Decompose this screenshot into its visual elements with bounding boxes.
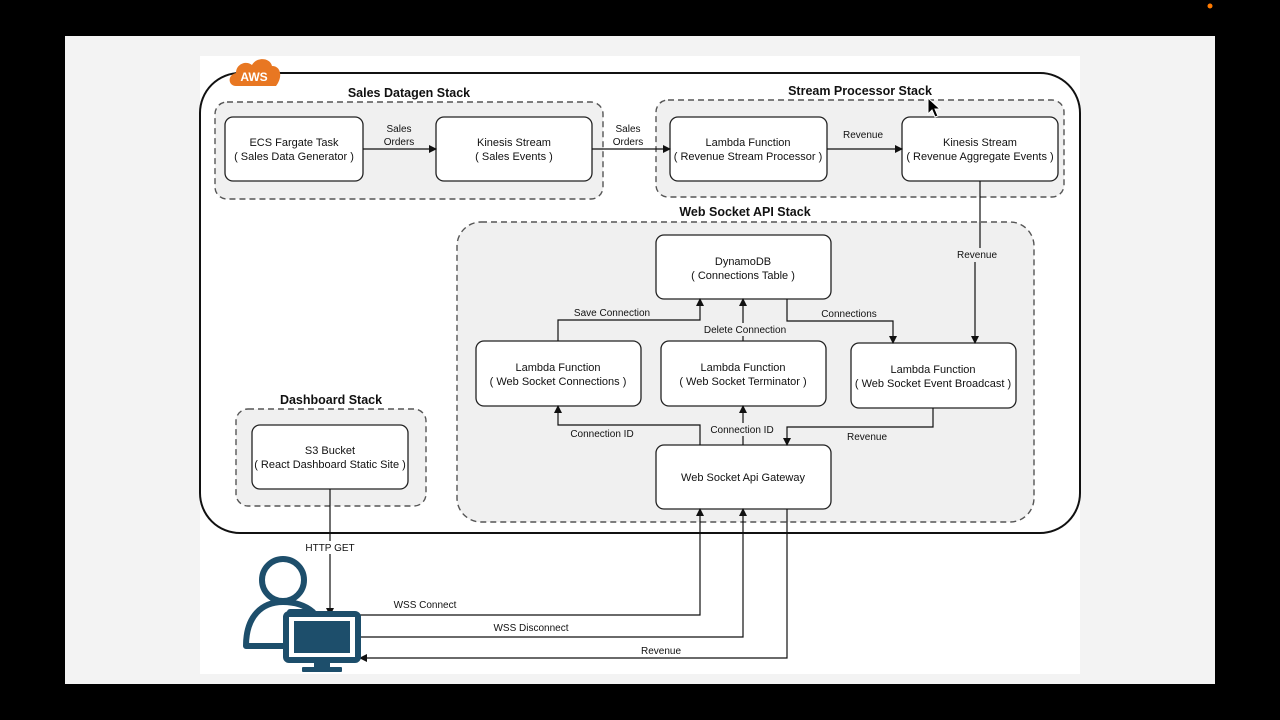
- edge-sales-orders-1: Sales Orders: [363, 124, 437, 153]
- edge-revenue-4: Revenue: [359, 509, 788, 662]
- svg-text:( Web Socket Terminator ): ( Web Socket Terminator ): [679, 376, 806, 388]
- websocket-api-stack-title: Web Socket API Stack: [679, 205, 810, 219]
- svg-text:Revenue: Revenue: [843, 130, 883, 141]
- svg-text:Sales: Sales: [386, 124, 411, 135]
- record-dot: [1207, 3, 1213, 9]
- edge-connection-id-1: Connection ID: [554, 405, 701, 445]
- svg-text:Delete Connection: Delete Connection: [704, 325, 786, 336]
- edge-revenue-2: Revenue: [955, 181, 999, 344]
- svg-text:ECS Fargate Task: ECS Fargate Task: [249, 137, 339, 149]
- svg-text:Lambda Function: Lambda Function: [516, 362, 601, 374]
- svg-text:S3 Bucket: S3 Bucket: [305, 445, 355, 457]
- dynamodb-connections-table-node: DynamoDB ( Connections Table ): [655, 234, 832, 300]
- svg-text:Kinesis Stream: Kinesis Stream: [477, 137, 551, 149]
- web-socket-api-gateway-node: Web Socket Api Gateway: [655, 444, 832, 510]
- svg-text:Web Socket Api Gateway: Web Socket Api Gateway: [681, 472, 805, 484]
- aws-badge-label: AWS: [240, 70, 267, 84]
- edge-http-get: HTTP GET: [304, 489, 356, 616]
- svg-text:Orders: Orders: [613, 137, 644, 148]
- aws-cloud-icon: AWS: [229, 59, 281, 86]
- svg-text:Save Connection: Save Connection: [574, 308, 650, 319]
- svg-text:( Revenue Stream Processor ): ( Revenue Stream Processor ): [674, 151, 823, 163]
- svg-text:Orders: Orders: [384, 137, 415, 148]
- edge-connection-id-2: Connection ID: [706, 405, 780, 445]
- svg-text:Revenue: Revenue: [641, 646, 681, 657]
- svg-text:Lambda Function: Lambda Function: [701, 362, 786, 374]
- svg-text:WSS Connect: WSS Connect: [394, 600, 457, 611]
- kinesis-sales-events-node: Kinesis Stream ( Sales Events ): [435, 116, 593, 182]
- svg-text:Lambda Function: Lambda Function: [706, 137, 791, 149]
- ecs-fargate-task-node: ECS Fargate Task ( Sales Data Generator …: [224, 116, 364, 182]
- kinesis-revenue-aggregate-node: Kinesis Stream ( Revenue Aggregate Event…: [901, 116, 1059, 182]
- svg-text:( Sales Events ): ( Sales Events ): [475, 151, 553, 163]
- edge-delete-connection: Delete Connection: [700, 298, 788, 341]
- svg-text:( Revenue Aggregate Events ): ( Revenue Aggregate Events ): [906, 151, 1053, 163]
- monitor-icon: [283, 611, 361, 672]
- stream-processor-stack-title: Stream Processor Stack: [788, 84, 932, 98]
- svg-text:Connection ID: Connection ID: [570, 429, 633, 440]
- edge-revenue-3: Revenue: [783, 408, 934, 446]
- svg-text:( Web Socket Connections ): ( Web Socket Connections ): [490, 376, 627, 388]
- dashboard-stack-title: Dashboard Stack: [280, 393, 382, 407]
- svg-text:( Connections Table ): ( Connections Table ): [691, 270, 795, 282]
- lambda-web-socket-terminator-node: Lambda Function ( Web Socket Terminator …: [660, 340, 827, 407]
- svg-text:WSS Disconnect: WSS Disconnect: [493, 623, 568, 634]
- sales-datagen-stack-title: Sales Datagen Stack: [348, 86, 470, 100]
- edge-connections: Connections: [786, 299, 897, 344]
- svg-text:( React Dashboard Static Site: ( React Dashboard Static Site ): [254, 459, 406, 471]
- s3-bucket-node: S3 Bucket ( React Dashboard Static Site …: [251, 424, 409, 490]
- edge-wss-connect: WSS Connect: [360, 508, 704, 616]
- cursor-icon: [927, 96, 942, 118]
- svg-text:( Sales Data Generator ): ( Sales Data Generator ): [234, 151, 354, 163]
- svg-text:DynamoDB: DynamoDB: [715, 256, 771, 268]
- svg-text:Lambda Function: Lambda Function: [891, 364, 976, 376]
- edge-sales-orders-2: Sales Orders: [592, 124, 671, 153]
- svg-text:Connections: Connections: [821, 309, 877, 320]
- svg-text:Connection ID: Connection ID: [710, 425, 773, 436]
- svg-text:( Web Socket Event Broadcast ): ( Web Socket Event Broadcast ): [855, 378, 1011, 390]
- edge-save-connection: Save Connection: [557, 298, 704, 341]
- lambda-revenue-stream-processor-node: Lambda Function ( Revenue Stream Process…: [669, 116, 828, 182]
- edge-revenue-1: Revenue: [827, 130, 903, 153]
- svg-text:Sales: Sales: [615, 124, 640, 135]
- edge-wss-disconnect: WSS Disconnect: [360, 508, 747, 638]
- svg-text:Kinesis Stream: Kinesis Stream: [943, 137, 1017, 149]
- lambda-web-socket-connections-node: Lambda Function ( Web Socket Connections…: [475, 340, 642, 407]
- svg-text:Revenue: Revenue: [957, 250, 997, 261]
- svg-text:HTTP GET: HTTP GET: [305, 543, 354, 554]
- lambda-web-socket-event-broadcast-node: Lambda Function ( Web Socket Event Broad…: [850, 342, 1017, 409]
- svg-text:Revenue: Revenue: [847, 432, 887, 443]
